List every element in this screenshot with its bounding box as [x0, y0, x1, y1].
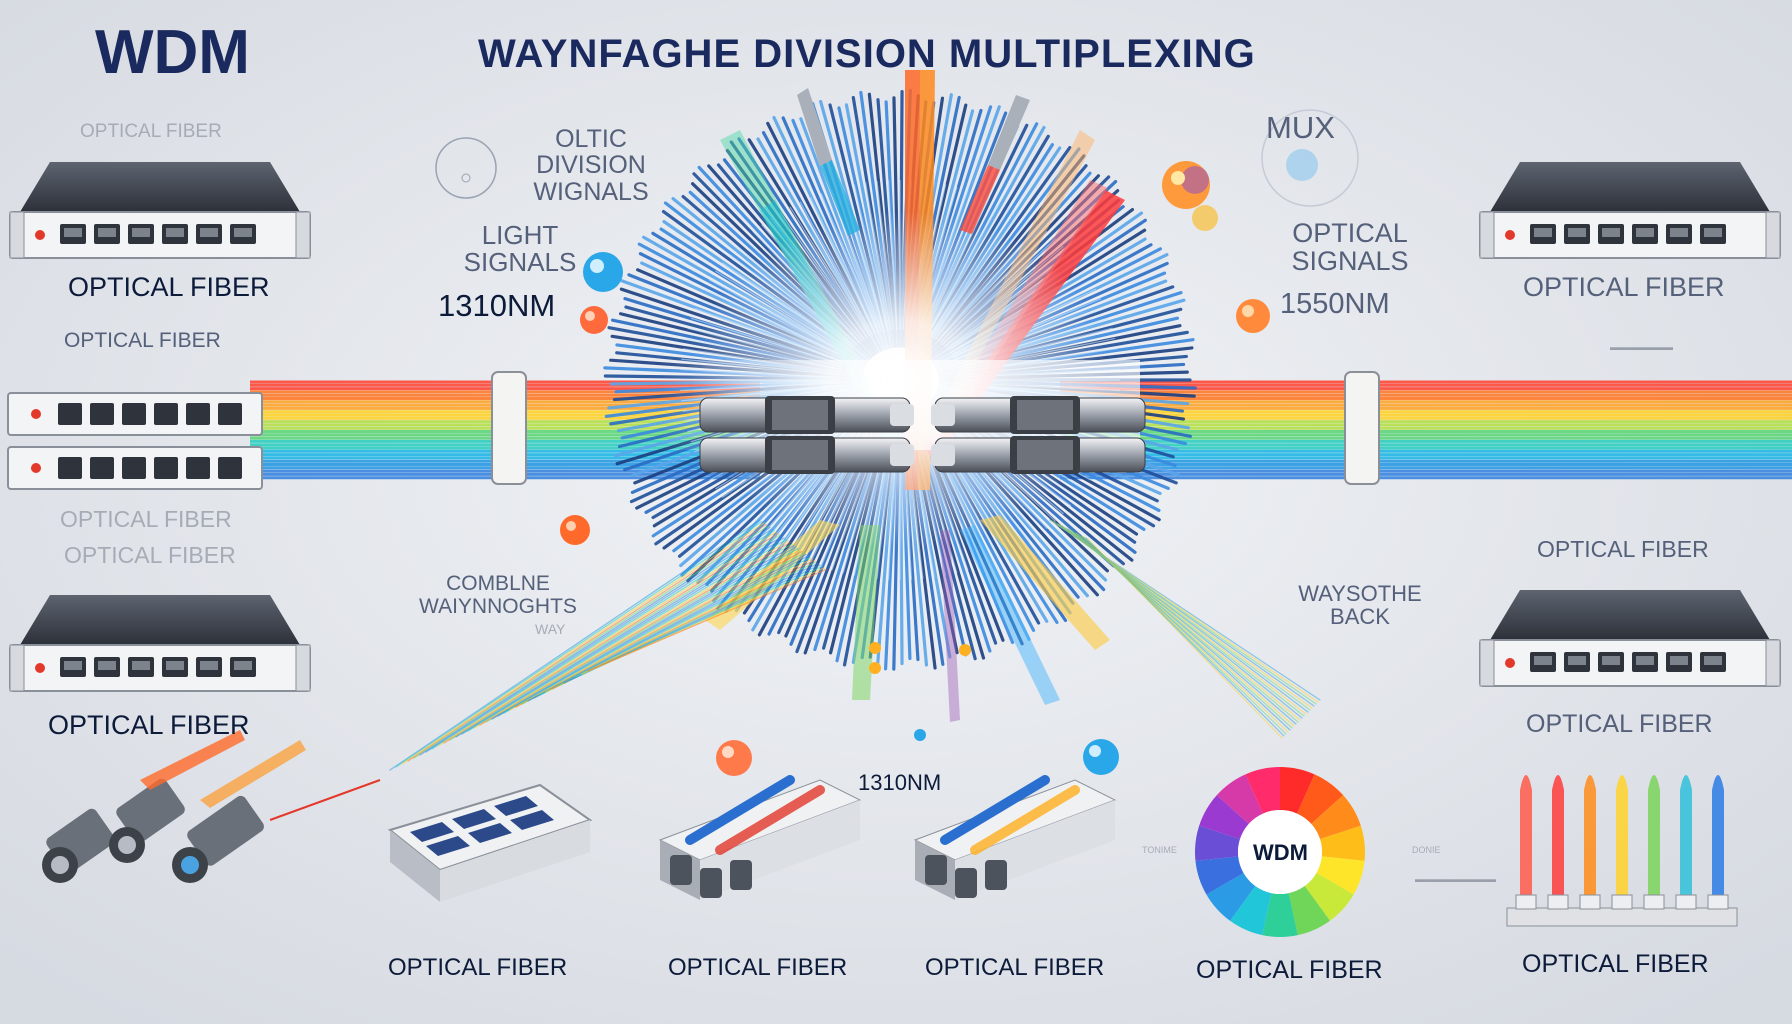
- network-switch-icon: [9, 595, 311, 692]
- label-combine: COMBLNE WAIYNNOGHTS: [419, 572, 577, 619]
- label-optical-fiber-2: OPTICAL FIBER: [64, 329, 221, 352]
- dwdm-module: [387, 783, 593, 902]
- label-optical-fiber-b5: OPTICAL FIBER: [1522, 950, 1709, 978]
- label-optical-fiber-r3: OPTICAL FIBER: [1526, 710, 1713, 738]
- label-optical-fiber-4: OPTICAL FIBER: [64, 542, 236, 568]
- rack-unit-icon: [7, 392, 263, 436]
- label-optical-fiber-r2: OPTICAL FIBER: [1537, 536, 1709, 562]
- network-switch-icon: [1479, 590, 1781, 687]
- patch-module-2: [913, 775, 1117, 900]
- label-optical-fiber-5: OPTICAL FIBER: [48, 710, 250, 740]
- label-small-left: TONIME: [1142, 845, 1177, 855]
- svg-text:▬▬▬▬▬▬▬▬▬: ▬▬▬▬▬▬▬▬▬: [1415, 874, 1496, 884]
- logo-text: WDM: [95, 18, 250, 87]
- rack-unit-icon: [7, 446, 263, 490]
- label-optical-signals: OPTICAL SIGNALS: [1291, 218, 1409, 276]
- label-optical-fiber-3: OPTICAL FIBER: [60, 506, 232, 532]
- page-title: WAYNFAGHE DIVISION MULTIPLEXING: [478, 32, 1256, 76]
- label-waysothe: WAYSOTHE BACK: [1298, 581, 1422, 630]
- network-switch-icon: [1479, 162, 1781, 259]
- patch-module-1: [658, 775, 862, 900]
- label-wavelength-bottom: 1310NM: [858, 770, 942, 795]
- wheel-label: WDM: [1253, 840, 1308, 865]
- network-switch-icon: [9, 162, 311, 259]
- label-optical-fiber: OPTICAL FIBER: [68, 272, 270, 302]
- label-small-right: DONIE: [1412, 845, 1441, 855]
- band-clip-right: [1344, 371, 1380, 485]
- bottom-left-plugs: [42, 730, 381, 883]
- label-oltic-division: OLTIC DIVISION WIGNALS: [533, 125, 649, 206]
- top-connectors: [797, 88, 1030, 236]
- spectrum-band-right: [1060, 380, 1792, 480]
- label-optical-fiber-b4: OPTICAL FIBER: [1196, 956, 1383, 984]
- label-light-signals: LIGHT SIGNALS: [463, 220, 577, 278]
- label-wavelength-1310: 1310NM: [438, 288, 556, 323]
- label-optical-fiber-b3: OPTICAL FIBER: [925, 954, 1105, 981]
- band-clip-left: [491, 371, 527, 485]
- label-combine-sub: WAY: [535, 621, 566, 637]
- signal-orbs: [435, 109, 1359, 776]
- label-optical-fiber-faded: OPTICAL FIBER: [80, 121, 222, 142]
- fiber-tubes: [1506, 775, 1738, 927]
- color-wheel-icon: [1195, 767, 1365, 937]
- label-optical-fiber-b1: OPTICAL FIBER: [388, 954, 568, 981]
- svg-text:▬▬▬▬▬▬▬: ▬▬▬▬▬▬▬: [1610, 342, 1673, 352]
- label-optical-fiber-b2: OPTICAL FIBER: [668, 954, 848, 981]
- fiber-streaks: [389, 519, 1321, 771]
- center-connectors: [699, 396, 1146, 474]
- label-optical-fiber-r1: OPTICAL FIBER: [1523, 272, 1725, 302]
- label-mux: MUX: [1266, 110, 1335, 145]
- label-wavelength-1550: 1550NM: [1280, 288, 1390, 320]
